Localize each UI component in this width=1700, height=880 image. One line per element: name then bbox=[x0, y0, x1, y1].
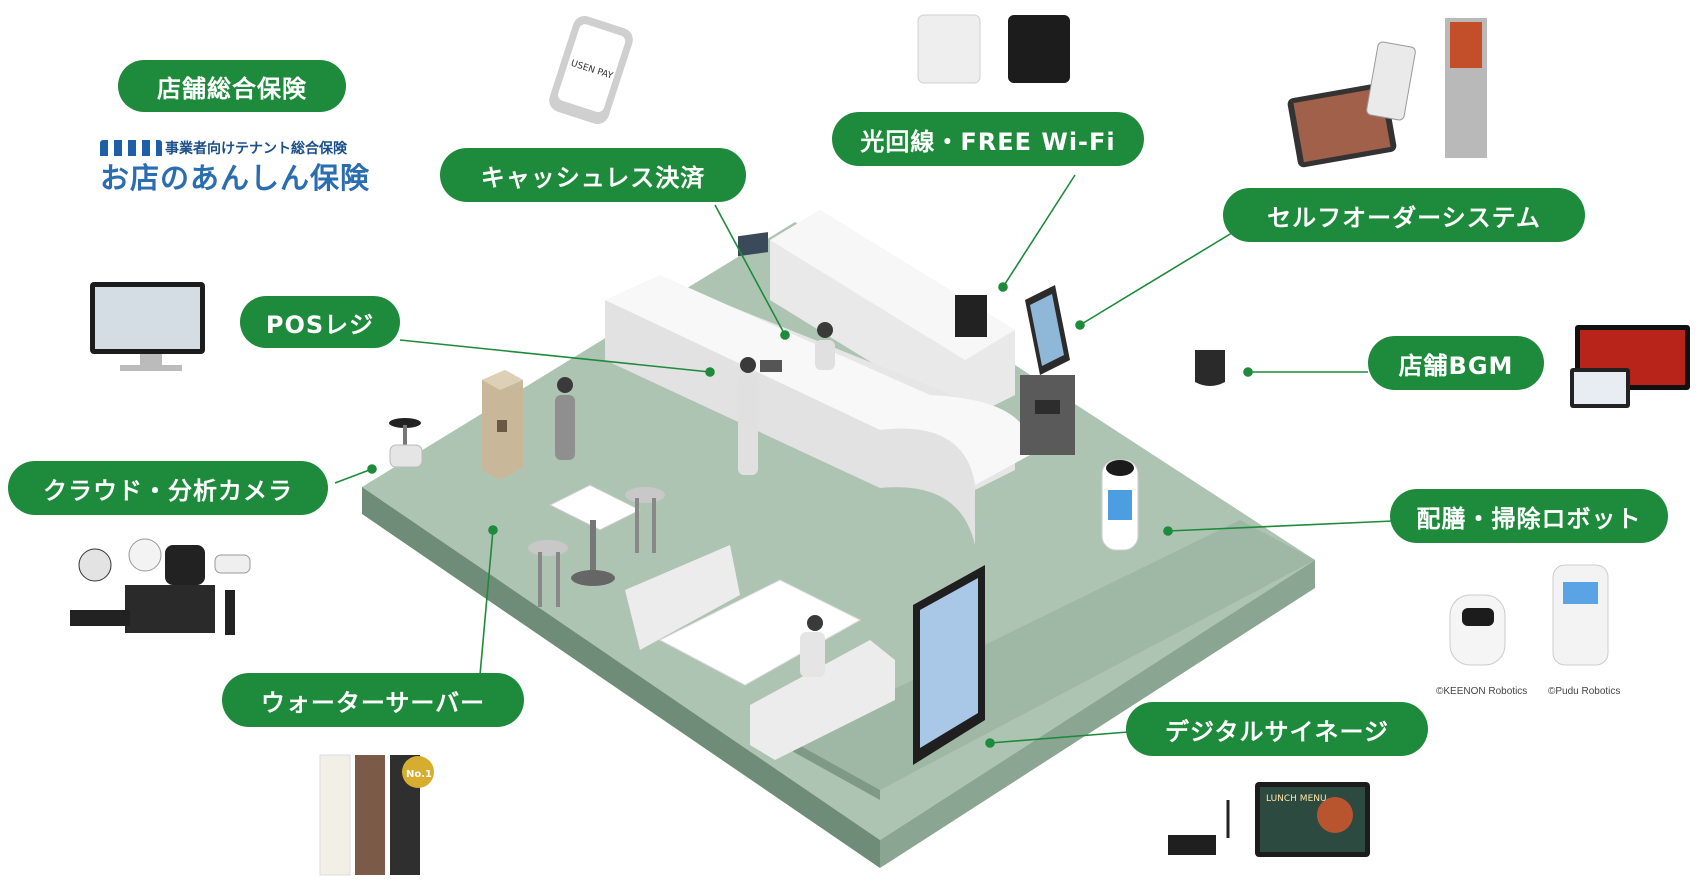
router-images bbox=[917, 14, 1070, 84]
insurance-tagline: 事業者向けテナント総合保険 bbox=[165, 141, 347, 157]
leader-lines bbox=[334, 174, 1394, 748]
camera-products-image bbox=[70, 538, 251, 635]
insurance-brand-name: お店のあんしん保険 bbox=[100, 161, 371, 195]
service-counter bbox=[605, 210, 1031, 545]
label-insurance[interactable]: 店舗総合保険 bbox=[118, 60, 346, 112]
water-server-products-image: No.1 bbox=[319, 754, 434, 876]
table-and-stools bbox=[528, 484, 665, 607]
label-self-order[interactable]: セルフオーダーシステム bbox=[1223, 188, 1585, 242]
water-badge-text: No.1 bbox=[406, 769, 432, 780]
serving-robot-in-store bbox=[1101, 459, 1139, 551]
credit-pudu: ©Pudu Robotics bbox=[1548, 686, 1621, 697]
label-bgm[interactable]: 店舗BGM bbox=[1368, 336, 1544, 390]
wifi-router-on-counter bbox=[955, 295, 987, 337]
robot-products-image bbox=[1449, 564, 1609, 666]
label-fiber-wifi[interactable]: 光回線・FREE Wi-Fi bbox=[832, 112, 1144, 166]
self-order-devices-image bbox=[1287, 18, 1487, 168]
signage-menu-text: LUNCH MENU bbox=[1266, 794, 1327, 804]
label-camera[interactable]: クラウド・分析カメラ bbox=[8, 461, 328, 515]
label-robot[interactable]: 配膳・掃除ロボット bbox=[1390, 489, 1668, 543]
payment-terminal-image: USEN PAY bbox=[549, 15, 633, 125]
pos-monitor-image bbox=[90, 282, 205, 371]
signage-products-image: LUNCH MENU bbox=[1168, 782, 1370, 857]
insurance-logo-awning bbox=[100, 140, 162, 156]
label-water[interactable]: ウォーターサーバー bbox=[222, 673, 524, 727]
credit-keenon: ©KEENON Robotics bbox=[1436, 686, 1528, 697]
water-server-in-store bbox=[482, 370, 523, 480]
self-order-kiosk bbox=[1020, 285, 1075, 455]
people bbox=[555, 322, 835, 677]
digital-signage-in-store bbox=[913, 565, 985, 765]
sofa-booth bbox=[625, 545, 895, 760]
label-signage[interactable]: デジタルサイネージ bbox=[1126, 702, 1428, 756]
pos-terminal-on-counter bbox=[738, 232, 782, 372]
bgm-screens-image bbox=[1570, 325, 1690, 408]
bgm-speaker-image bbox=[1195, 350, 1225, 386]
label-cashless[interactable]: キャッシュレス決済 bbox=[440, 148, 746, 202]
label-pos[interactable]: POSレジ bbox=[240, 296, 400, 348]
camera-in-store bbox=[389, 418, 423, 468]
